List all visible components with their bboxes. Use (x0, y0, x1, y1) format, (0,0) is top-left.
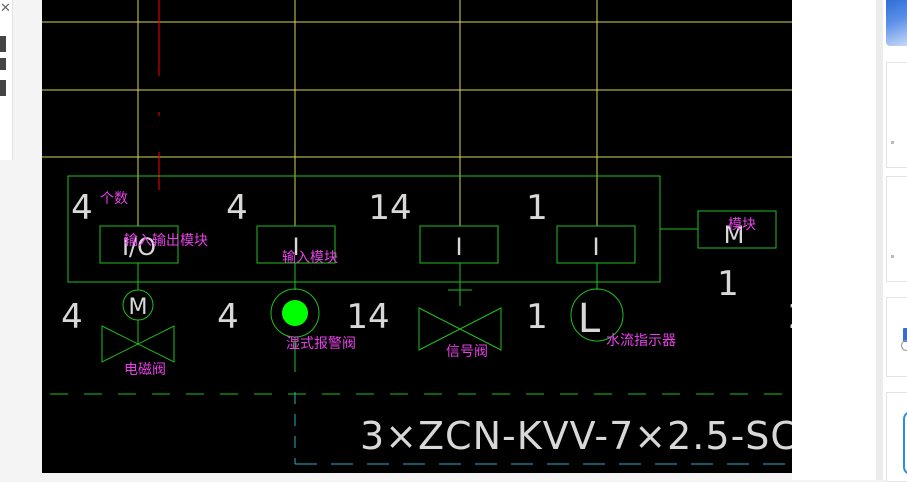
panel-glyph-fragment (0, 80, 6, 96)
count-bottom: 1 (526, 297, 548, 337)
water-flow-indicator-circle[interactable] (570, 288, 624, 342)
card-icon (901, 340, 907, 351)
count-bottom: 4 (217, 297, 239, 337)
cad-drawing: I/O I I I M 4 4 14 1 4 4 14 1 1 2 M (42, 0, 792, 465)
m-module-symbol: M (724, 221, 745, 249)
count-label: 个数 (100, 191, 128, 207)
count-top: 4 (226, 188, 248, 228)
module3-symbol: I (455, 233, 462, 261)
side-card[interactable] (886, 62, 907, 168)
input-module-symbol: I (292, 233, 299, 261)
io-module-symbol: I/O (122, 233, 156, 261)
count-edge-partial: 2 (788, 297, 792, 337)
count-bottom: 14 (346, 297, 389, 337)
module-box-4[interactable] (556, 225, 636, 264)
scrollbar-track[interactable] (876, 0, 883, 480)
module-box-3[interactable] (419, 225, 499, 264)
io-module-box[interactable] (99, 225, 179, 264)
card-dot (891, 141, 894, 144)
left-side-panel: ✕ (0, 0, 13, 160)
panel-glyph-fragment (0, 36, 6, 52)
panel-glyph-fragment (0, 58, 6, 70)
card-dot (891, 255, 894, 258)
signal-valve-label: 信号阀 (446, 344, 488, 360)
water-flow-indicator-symbol: L (578, 296, 601, 342)
water-flow-indicator-label: 水流指示器 (606, 333, 676, 349)
count-m-module: 1 (717, 264, 739, 304)
input-module-box[interactable] (256, 225, 336, 264)
count-top: 1 (526, 188, 548, 228)
count-top: 4 (71, 188, 93, 228)
solenoid-valve-icon[interactable] (101, 325, 175, 363)
count-top: 14 (368, 188, 411, 228)
signal-valve-icon[interactable] (418, 307, 502, 351)
side-card[interactable] (886, 176, 907, 282)
solenoid-valve-label: 电磁阀 (124, 362, 166, 378)
thumbnail-image[interactable] (886, 0, 907, 46)
wet-alarm-valve-label: 湿式报警阀 (286, 336, 356, 352)
input-module-label: 输入模块 (282, 250, 338, 266)
module4-symbol: I (592, 233, 599, 261)
card-frame-icon (903, 411, 907, 475)
module-frame (67, 175, 661, 283)
wet-alarm-valve-icon (282, 300, 308, 326)
cable-label: 3×ZCN-KVV-7×2.5-SC (360, 414, 792, 458)
close-icon[interactable]: ✕ (0, 1, 11, 16)
side-card[interactable] (886, 297, 907, 377)
solenoid-symbol: M (129, 295, 148, 320)
count-bottom: 4 (61, 297, 83, 337)
cad-drawing-canvas[interactable]: I/O I I I M 4 4 14 1 4 4 14 1 1 2 M (42, 0, 792, 473)
card-icon (903, 328, 907, 342)
io-module-label: 输入输出模块 (124, 233, 208, 249)
m-module-label: 模块 (728, 217, 756, 233)
